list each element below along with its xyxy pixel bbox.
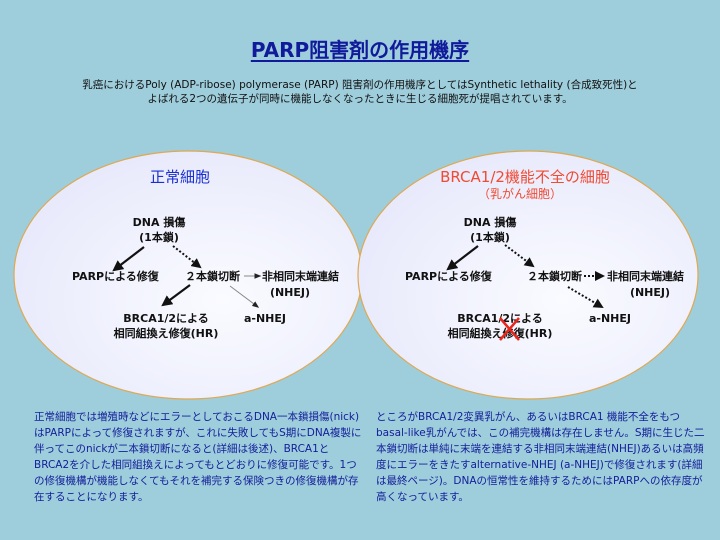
intro-line-1: 乳癌におけるPoly (ADP-ribose) polymerase (PARP… [82, 79, 638, 91]
normal-dna-damage: DNA 損傷 [133, 215, 186, 229]
brca-cell-heading: BRCA1/2機能不全の細胞 [440, 168, 610, 186]
brca-cell-explanation: ところがBRCA1/2変異乳がん、あるいはBRCA1 機能不全をもつbasal-… [376, 411, 705, 503]
brca-a-nhej: a-NHEJ [589, 312, 631, 325]
normal-nhej: 非相同末端連結 [262, 269, 339, 283]
cross-icon [499, 317, 520, 341]
normal-a-nhej: a-NHEJ [244, 312, 286, 325]
page-title: PARP阻害剤の作用機序 [250, 38, 470, 62]
brca-cell-ellipse [357, 150, 699, 400]
normal-arrow-to-hr [161, 284, 191, 307]
normal-brca-repair-line2: 相同組換え修復(HR) [114, 326, 219, 340]
normal-arrow-to-dsb [172, 245, 202, 269]
brca-single-strand: (1本鎖) [470, 230, 510, 244]
normal-arrow-to-anhej [229, 285, 260, 308]
brca-brca-repair-line2: 相同組換え修復(HR) [448, 326, 553, 340]
normal-cell-panel: 正常細胞 DNA 損傷 (1本鎖) PARPによる修復 ２本鎖切断 非相同末端連… [13, 150, 363, 400]
normal-nhej-abbr: (NHEJ) [270, 286, 310, 299]
brca-arrow-to-parp [446, 245, 479, 271]
brca-dna-damage: DNA 損傷 [464, 215, 517, 229]
brca-nhej: 非相同末端連結 [607, 269, 684, 283]
intro-line-2: よばれる2つの遺伝子が同時に機能しなくなったときに生じる細胞死が提唱されています… [147, 93, 573, 105]
normal-cell-heading: 正常細胞 [150, 168, 210, 186]
brca-nhej-abbr: (NHEJ) [630, 286, 670, 299]
intro-text: 乳癌におけるPoly (ADP-ribose) polymerase (PARP… [60, 78, 660, 106]
normal-cell-explanation: 正常細胞では増殖時などにエラーとしておこるDNA一本鎖損傷(nick)はPARP… [34, 411, 362, 503]
brca-double-strand-break: ２本鎖切断 [527, 269, 582, 283]
brca-cell-panel: BRCA1/2機能不全の細胞 （乳がん細胞） DNA 損傷 (1本鎖) PARP… [357, 150, 699, 400]
normal-parp-repair: PARPによる修復 [72, 269, 160, 283]
brca-arrow-to-dsb [504, 244, 535, 268]
normal-arrow-to-parp [112, 246, 145, 272]
brca-parp-repair: PARPによる修復 [405, 269, 493, 283]
normal-single-strand: (1本鎖) [139, 230, 179, 244]
normal-double-strand-break: ２本鎖切断 [185, 269, 240, 283]
brca-arrow-to-anhej [567, 286, 604, 309]
normal-brca-repair-line1: BRCA1/2による [123, 312, 208, 325]
brca-cell-subheading: （乳がん細胞） [478, 186, 562, 201]
